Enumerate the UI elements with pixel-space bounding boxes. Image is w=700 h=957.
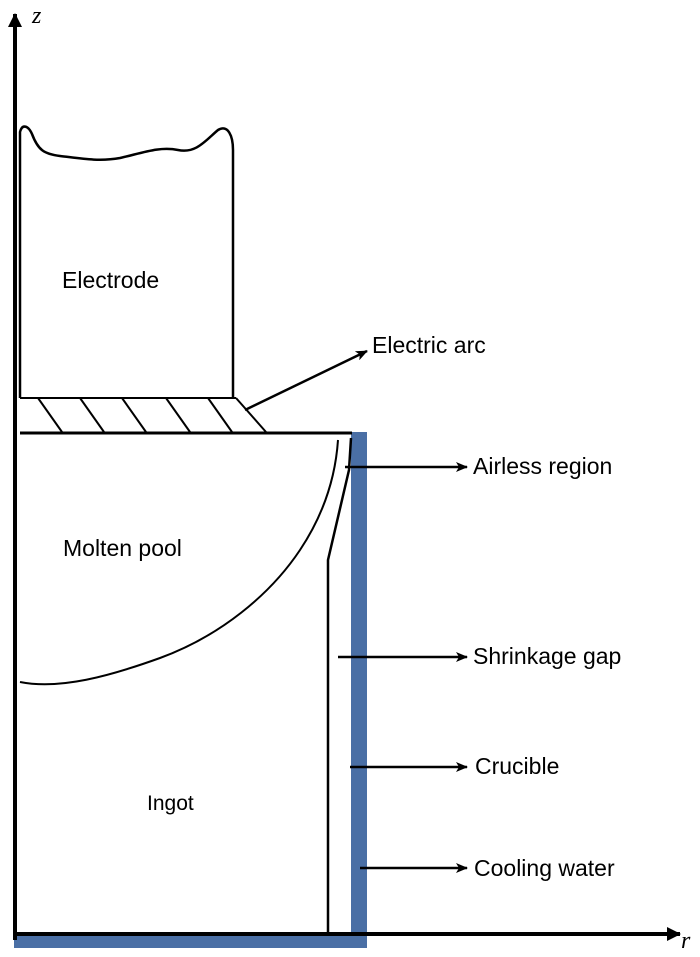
molten-pool-boundary <box>19 439 339 686</box>
electrode-outline <box>18 125 235 398</box>
shrinkage-gap-label: Shrinkage gap <box>473 643 622 669</box>
arc-right-edge <box>235 397 267 433</box>
crucible-label: Crucible <box>475 753 560 779</box>
cooling-water-wall <box>351 432 367 948</box>
cooling-water-label: Cooling water <box>474 855 615 881</box>
electric-arc-arrow <box>244 349 368 412</box>
electric-arc-label: Electric arc <box>372 332 486 358</box>
ingot-label: Ingot <box>147 792 194 815</box>
z-axis-label: z <box>32 3 42 29</box>
arc-hatching <box>37 397 233 433</box>
molten-pool-label: Molten pool <box>63 535 182 561</box>
r-axis-label: r <box>681 928 691 954</box>
airless-region-label: Airless region <box>473 453 613 479</box>
electrode-label: Electrode <box>62 267 160 293</box>
shrinkage-gap-line <box>326 437 353 932</box>
